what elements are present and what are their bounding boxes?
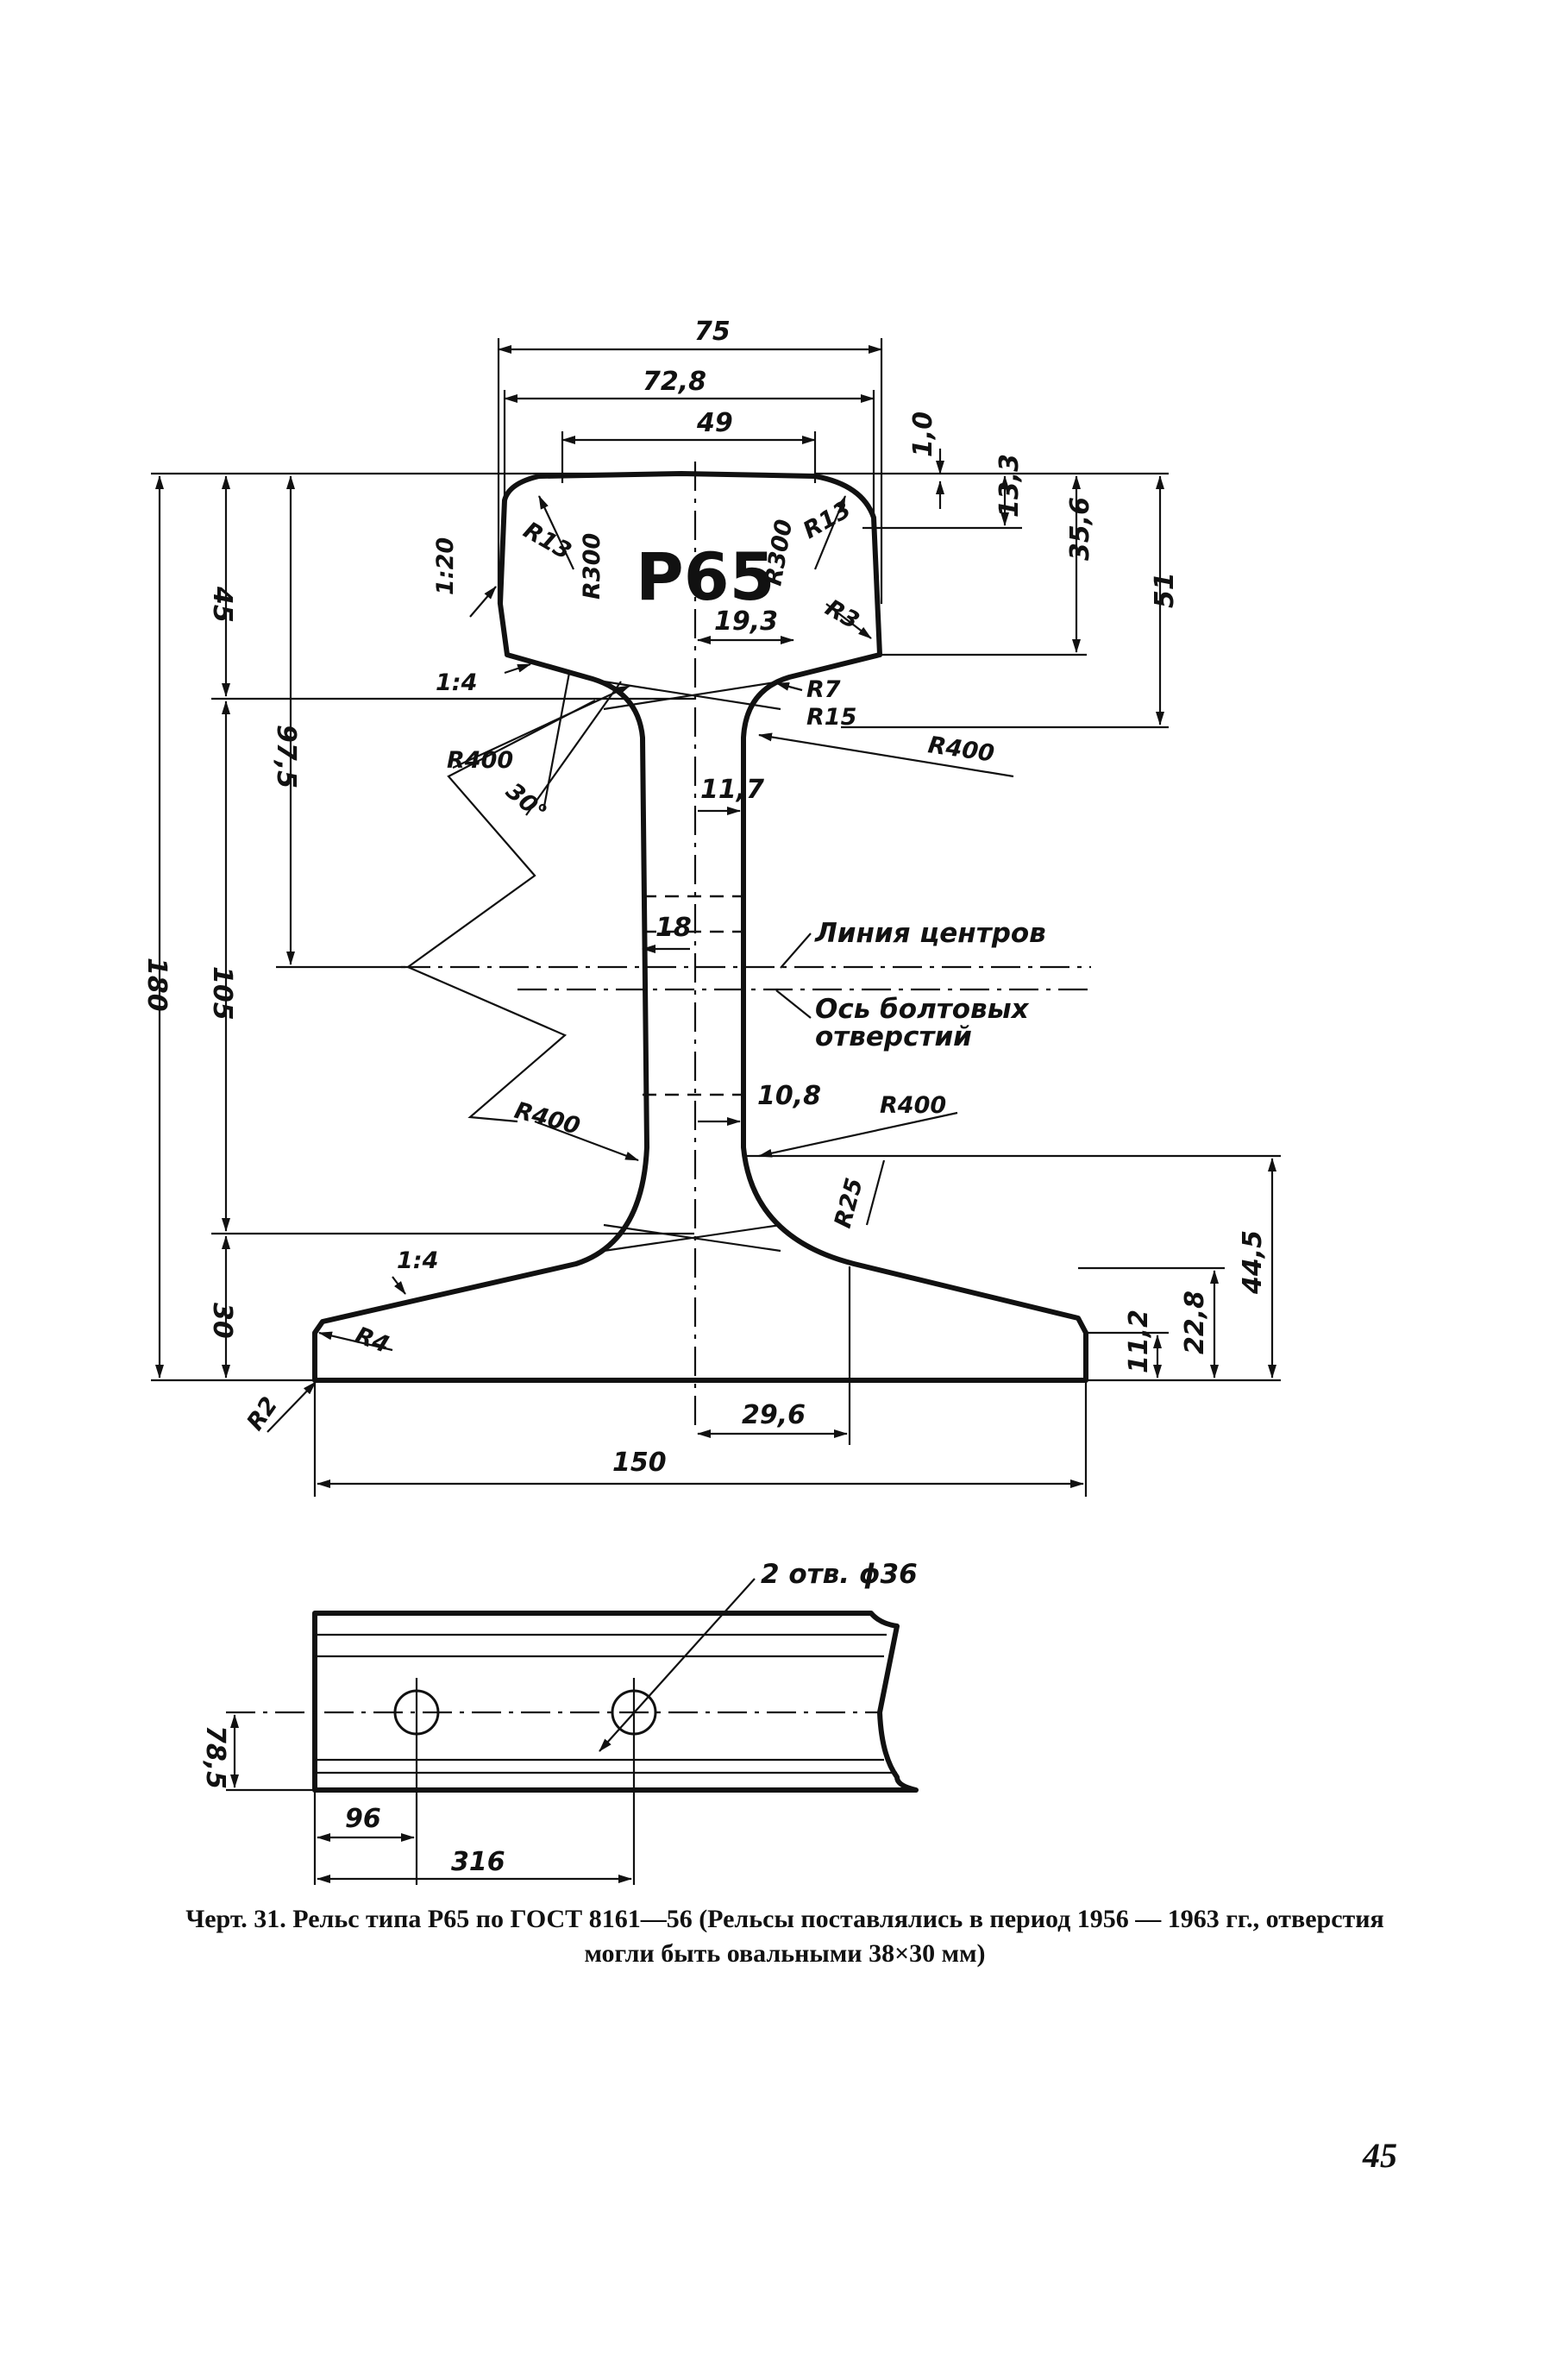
construction-line [603,1223,781,1253]
dim-text-97-5: 97,5 [271,725,301,788]
slope-leader-1-20 [469,586,497,618]
leader-r4 [318,1331,393,1352]
dim-text-35-6: 35,6 [1065,497,1095,561]
note-bolt-axis-1: Ось болтовых [815,994,1030,1025]
dim-text-10-8: 10,8 [757,1081,821,1111]
radius-r300-right: R300 [760,518,798,587]
leader-r13-left [538,495,574,570]
angle-line-2 [525,681,622,816]
radius-r4: R4 [352,1322,393,1359]
radius-r25: R25 [830,1175,869,1230]
leader-r400-upper-left [452,685,630,769]
dim-text-29-6: 29,6 [742,1400,806,1430]
radius-r400-upper-right: R400 [926,732,996,767]
angle-line-1 [542,672,571,812]
leader-r3 [825,603,872,639]
dim-text-316: 316 [451,1847,505,1877]
leader-r7 [775,682,803,692]
radius-r400-upper-left: R400 [447,747,513,774]
dim-text-18: 18 [655,913,692,943]
construction-line [603,680,781,711]
radius-r13-right: R13 [799,496,856,544]
side-view-outline [312,1611,919,1793]
slope-1-4-head: 1:4 [436,669,477,696]
zigzag-radius-line-lower [407,965,568,1123]
rail-designation: Р65 [636,538,775,615]
page-number: 45 [1363,2136,1397,2175]
slope-1-4-base: 1:4 [397,1247,438,1274]
rail-profile-outline [312,471,1088,1383]
radius-r2: R2 [241,1392,283,1435]
dim-text-75: 75 [694,317,731,347]
note-center-line: Линия центров [814,918,1046,949]
dim-text-44-5: 44,5 [1238,1230,1268,1295]
dim-text-105: 105 [207,966,237,1021]
slope-leader-1-4-head [504,663,531,675]
caption-line-2: могли быть овальными 38×30 мм) [584,1939,986,1968]
radius-r400-lower-right: R400 [880,1092,946,1119]
dim-text-180: 180 [141,958,172,1012]
holes-note: 2 отв. ϕ36 [761,1559,918,1590]
leader-r13-right [813,495,847,570]
dim-text-19-3: 19,3 [714,606,778,637]
leader-r400-upper-right [758,732,1014,778]
caption-line-1: Черт. 31. Рельс типа Р65 по ГОСТ 8161—56… [185,1905,1384,1933]
dim-text-22-8: 22,8 [1180,1291,1210,1354]
holes-leader [599,1578,756,1752]
angle-30: 30° [501,778,552,827]
dim-text-13-3: 13,3 [994,454,1025,518]
dim-text-150: 150 [612,1448,667,1478]
zigzag-radius-line [407,700,596,968]
leader-r2 [267,1381,317,1433]
leader-r25 [865,1159,886,1226]
dim-text-96: 96 [345,1804,381,1834]
note-leader-bolt [775,989,812,1019]
dim-text-11-2: 11,2 [1124,1310,1154,1373]
slope-1-20: 1:20 [432,537,459,595]
radius-r300-left: R300 [579,533,605,600]
dim-text-49: 49 [696,408,733,438]
dim-text-78-5: 78,5 [200,1725,230,1789]
dim-text-45: 45 [207,586,237,623]
figure-caption: Черт. 31. Рельс типа Р65 по ГОСТ 8161—56… [52,1902,1518,1971]
radius-r400-lower-left: R400 [511,1097,583,1140]
dim-text-11-7: 11,7 [700,775,764,805]
dim-text-51: 51 [1150,572,1180,608]
dim-text-72-8: 72,8 [643,367,706,397]
leader-r400-lower-left [534,1120,639,1162]
dim-text-30: 30 [207,1303,237,1339]
radius-r7: R7 [806,676,841,703]
radius-r15: R15 [806,704,856,731]
slope-leader-1-4-base [392,1276,406,1295]
leader-r400-lower-right [758,1111,958,1158]
dim-text-1-0: 1,0 [908,411,938,457]
note-leader-center [780,933,812,969]
note-bolt-axis-2: отверстий [815,1021,972,1052]
